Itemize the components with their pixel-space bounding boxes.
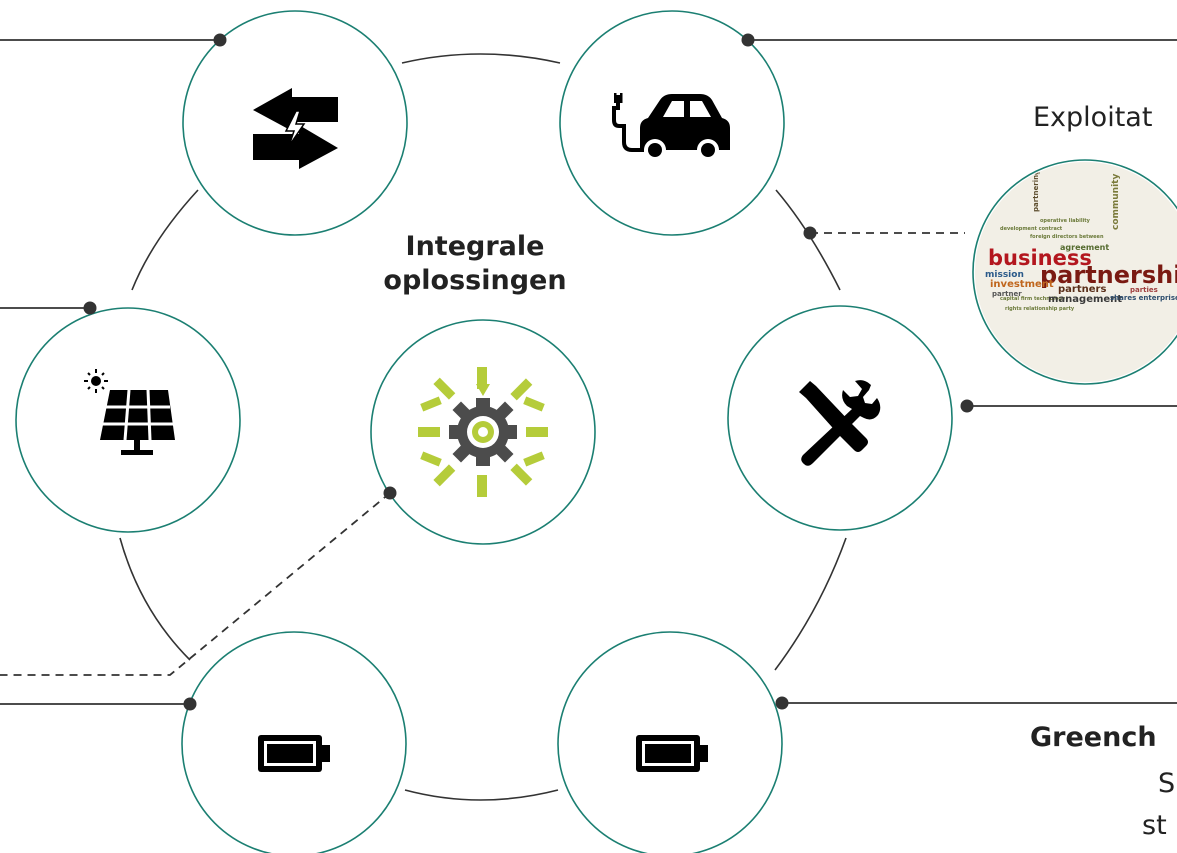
ring-arc-upper-right: [775, 189, 841, 291]
ring-arc-upper-left: [131, 189, 199, 291]
svg-text:partner: partner: [992, 290, 1022, 298]
ring-arc-lower-left: [119, 537, 191, 661]
svg-text:management: management: [1048, 294, 1122, 305]
svg-text:partners: partners: [1058, 284, 1106, 295]
wrench-screwdriver-icon: [799, 380, 881, 466]
svg-text:rights relationship party: rights relationship party: [1005, 306, 1075, 312]
svg-text:partnering: partnering: [1032, 170, 1040, 212]
node-circles: [15, 10, 1177, 853]
svg-text:parties: parties: [1130, 286, 1158, 294]
center-title: Integrale oplossingen: [345, 230, 605, 298]
ring-arc-lower-right: [774, 537, 847, 671]
svg-text:development contract: development contract: [1000, 226, 1063, 232]
dashed-connectors: [0, 232, 965, 676]
greencharge-title: Greench: [1030, 722, 1157, 753]
dot-center: [383, 486, 397, 500]
dot-ev-charging: [741, 33, 755, 47]
svg-text:partnership: partnership: [1040, 261, 1177, 289]
dot-energy-exchange: [213, 33, 227, 47]
center-title-line1: Integrale: [405, 231, 545, 262]
svg-text:agreement: agreement: [1060, 243, 1109, 252]
exploitation-label: Exploitat: [1033, 102, 1153, 133]
electric-car-icon: [612, 93, 730, 161]
connector-dots: [83, 33, 974, 711]
greencharge-line1: S: [1158, 768, 1176, 799]
center-title-line2: oplossingen: [383, 265, 567, 296]
ring-arc-bottom: [404, 789, 559, 801]
dot-solar: [83, 301, 97, 315]
ring-arc-top: [401, 53, 561, 64]
dot-maintenance: [960, 399, 974, 413]
greencharge-line2: st: [1142, 810, 1167, 841]
svg-text:shares enterprise: shares enterprise: [1110, 294, 1177, 302]
svg-text:investment: investment: [990, 279, 1054, 290]
battery-icon-left: [258, 735, 330, 772]
dot-storage-left: [183, 697, 197, 711]
gear-converging-arrows-icon: [418, 367, 548, 497]
svg-text:business: business: [988, 246, 1092, 270]
svg-text:foreign directors between: foreign directors between: [1030, 234, 1104, 240]
business-partnership-wordcloud: development contract operative liability…: [975, 162, 1177, 382]
battery-icon-right: [636, 735, 708, 772]
connector-lines: [0, 39, 1177, 705]
energy-exchange-arrows-icon: [253, 88, 338, 169]
solar-panel-icon: [84, 369, 175, 455]
dot-storage-right: [775, 696, 789, 710]
dashed-connector-center: [0, 492, 391, 676]
svg-text:capital firm technology: capital firm technology: [1000, 296, 1066, 302]
svg-text:mission: mission: [985, 270, 1024, 280]
svg-text:operative liability: operative liability: [1040, 218, 1091, 224]
svg-text:community: community: [1111, 174, 1121, 230]
dot-partnership: [803, 226, 817, 240]
